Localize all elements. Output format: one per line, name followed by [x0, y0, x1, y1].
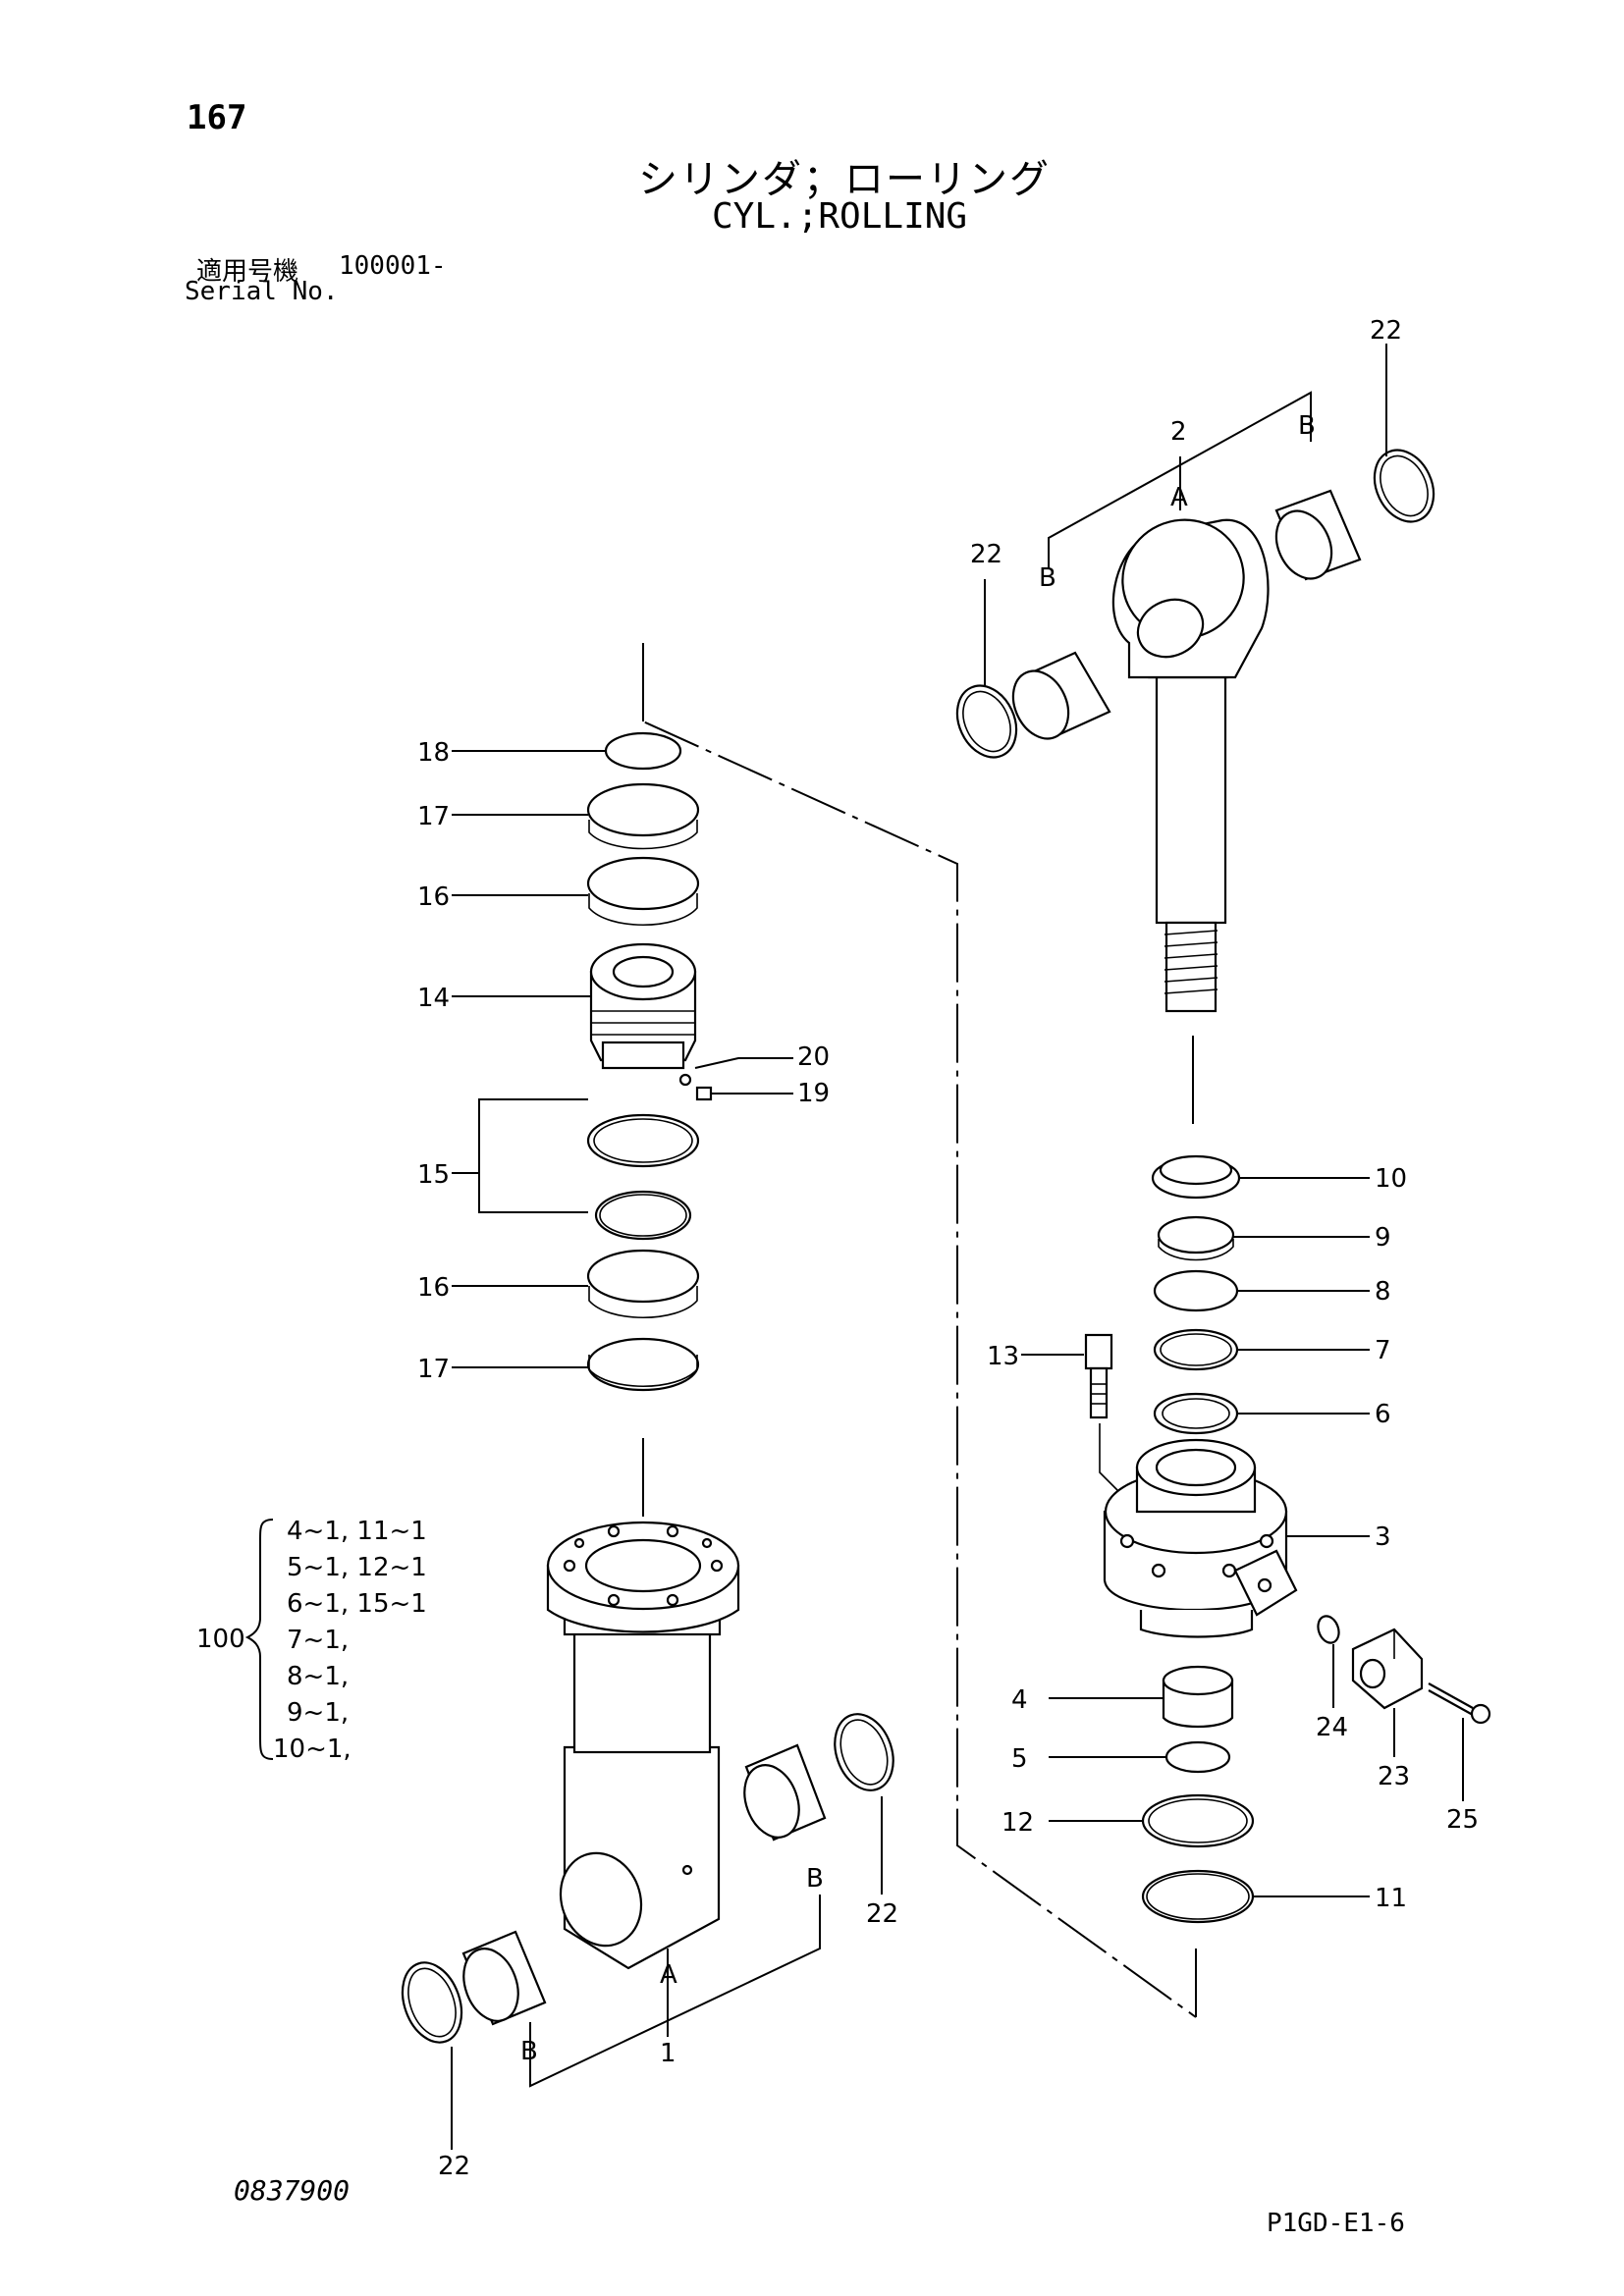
callout-22-bottom-right: 22: [866, 1899, 898, 1929]
callout-8: 8: [1375, 1277, 1391, 1307]
callout-13: 13: [987, 1342, 1019, 1371]
title-japanese: シリンダ；ローリング: [638, 157, 1051, 202]
ring-8: [1153, 1269, 1239, 1312]
callout-7: 7: [1375, 1336, 1391, 1365]
ring-17-b: [586, 1337, 700, 1392]
callout-16-b: 16: [417, 1273, 450, 1303]
screw-19: [695, 1086, 713, 1101]
callout-22-top-left: 22: [970, 540, 1002, 569]
callout-16-a: 16: [417, 882, 450, 912]
bushing-top-left: [1011, 651, 1111, 740]
ball-20: [678, 1073, 692, 1087]
bushing-bottom-left: [461, 1930, 547, 2026]
bushing-bottom-right: [743, 1743, 827, 1842]
block-23: [1351, 1628, 1424, 1710]
serial-label-english: Serial No.: [185, 277, 339, 306]
ring-6: [1153, 1392, 1239, 1435]
ring-7: [1153, 1328, 1239, 1371]
ring-16-b: [586, 1249, 700, 1319]
o-ring-11: [1141, 1869, 1255, 1924]
bushing-4: [1162, 1665, 1234, 1729]
callout-2: 2: [1170, 417, 1187, 447]
serial-label-japanese: 適用号機: [196, 257, 299, 287]
callout-a-bottom: A: [660, 1960, 677, 1990]
bolt-25: [1428, 1682, 1491, 1725]
seal-ring-top-right: [1373, 449, 1435, 523]
callout-22-bottom: 22: [438, 2152, 470, 2181]
callout-24: 24: [1316, 1713, 1348, 1742]
piston-14: [589, 942, 697, 1070]
seal-ring-bottom-left: [401, 1961, 463, 2044]
rod-cover-3: [1103, 1438, 1298, 1638]
bushing-top-right: [1274, 489, 1362, 581]
assembly-boundary: [642, 643, 1197, 2018]
seal-ring-bottom-right: [834, 1713, 894, 1791]
callout-a-top: A: [1170, 483, 1188, 512]
callout-100: 100: [196, 1625, 245, 1654]
kit-item: 10~1,: [273, 1735, 352, 1764]
page-number: 167: [187, 98, 247, 137]
callout-b-bottom-right: B: [806, 1864, 824, 1894]
callout-17-b: 17: [417, 1355, 450, 1384]
callout-5: 5: [1011, 1744, 1028, 1774]
seal-10: [1151, 1154, 1241, 1200]
kit-item: 5~1, 12~1: [287, 1553, 427, 1582]
drawing-number: 0837900: [234, 2174, 351, 2207]
snap-ring-5: [1164, 1740, 1231, 1774]
callout-6: 6: [1375, 1400, 1391, 1429]
leader-lines: [452, 750, 1464, 1897]
serial-value: 100001-: [339, 251, 447, 281]
callout-19: 19: [797, 1079, 830, 1108]
rod-eye-part-2: [1111, 518, 1270, 1013]
kit-item: 8~1,: [287, 1662, 349, 1691]
callout-b-bottom-left: B: [520, 2037, 538, 2066]
callout-3: 3: [1375, 1522, 1391, 1552]
callout-10: 10: [1375, 1164, 1407, 1194]
seal-15-outer: [586, 1113, 700, 1168]
o-ring-24: [1317, 1615, 1340, 1644]
callout-1: 1: [660, 2039, 677, 2068]
kit-item: 4~1, 11~1: [287, 1517, 427, 1546]
callout-25: 25: [1446, 1805, 1479, 1835]
ring-18: [604, 731, 682, 771]
callout-11: 11: [1375, 1884, 1407, 1913]
callout-22-top: 22: [1370, 316, 1402, 346]
callout-4: 4: [1011, 1685, 1028, 1715]
seal-ring-top-left: [955, 684, 1018, 759]
cylinder-tube-part-1: [546, 1521, 740, 1970]
callout-14: 14: [417, 984, 450, 1013]
callout-b-top-left: B: [1039, 563, 1056, 593]
callout-9: 9: [1375, 1223, 1391, 1253]
bolt-13: [1084, 1333, 1113, 1419]
ring-12: [1141, 1793, 1255, 1848]
ring-16-a: [586, 856, 700, 927]
kit-item: 6~1, 15~1: [287, 1589, 427, 1619]
callout-b-top-right: B: [1298, 411, 1316, 441]
callout-18: 18: [417, 738, 450, 768]
kit-item: 7~1,: [287, 1626, 349, 1655]
callout-17-a: 17: [417, 802, 450, 831]
ring-17-a: [586, 782, 700, 850]
figure-code: P1GD-E1-6: [1267, 2209, 1405, 2238]
kit-item: 9~1,: [287, 1698, 349, 1728]
ring-9: [1157, 1215, 1235, 1261]
callout-20: 20: [797, 1042, 830, 1072]
kit-100-bracket: [244, 1519, 274, 1760]
seal-15-inner: [594, 1190, 692, 1241]
callout-23: 23: [1378, 1762, 1410, 1791]
callout-15: 15: [417, 1160, 450, 1190]
callout-12: 12: [1001, 1808, 1034, 1838]
title-english: CYL.;ROLLING: [712, 196, 968, 237]
